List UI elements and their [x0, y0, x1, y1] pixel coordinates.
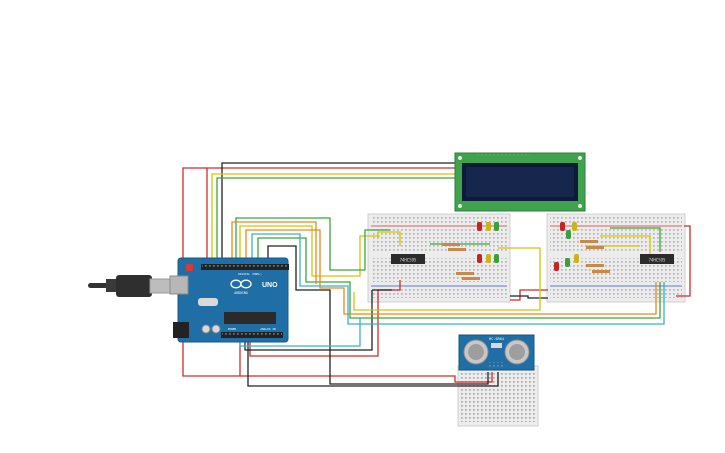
wire-yellow	[211, 173, 456, 260]
wire-red	[510, 289, 548, 301]
wire-green	[610, 227, 661, 252]
wire-orange	[231, 221, 317, 284]
wire-red	[240, 372, 493, 383]
led-group-right	[554, 222, 610, 273]
ultrasonic-sensor[interactable]: HC-SR04	[458, 334, 535, 371]
shift-register-right[interactable]: 74HC595	[640, 254, 674, 264]
sensor-label: HC-SR04	[489, 337, 504, 341]
wire-black	[221, 162, 456, 260]
wire-green	[235, 217, 390, 271]
wire-orange	[245, 229, 657, 315]
wire-red	[676, 225, 691, 297]
wire-yellow	[377, 231, 401, 246]
arduino-logo-icon	[230, 279, 252, 289]
wire-yellow	[600, 235, 651, 262]
wire-green	[216, 177, 456, 260]
arduino-uno-board[interactable]: UNO ARDUINO DIGITAL (PWM~) POWER ANALOG …	[169, 257, 289, 343]
arduino-brand-label: ARDUINO	[234, 291, 248, 295]
wire-red	[182, 167, 207, 300]
wire-green	[257, 237, 661, 319]
chip-label: 74HC595	[649, 258, 666, 263]
usb-cable	[88, 275, 181, 297]
lcd-display[interactable]	[454, 152, 586, 212]
power-header-label: POWER	[228, 327, 237, 331]
shift-register-left[interactable]: 74HC595	[391, 254, 425, 264]
wire-black	[267, 245, 489, 385]
arduino-model-label: UNO	[262, 282, 278, 289]
wire-yellow	[353, 247, 541, 311]
wire-cyan	[251, 233, 665, 325]
wire-black	[510, 295, 548, 299]
chip-label: 74HC595	[400, 258, 417, 263]
led-group-left	[442, 222, 499, 280]
digital-header-label: DIGITAL (PWM~)	[238, 272, 262, 276]
analog-header-label: ANALOG IN	[260, 327, 275, 331]
wires	[182, 162, 691, 387]
wire-black	[244, 290, 373, 351]
wire-red	[249, 290, 379, 357]
wire-black	[247, 340, 499, 387]
wire-cyan	[239, 318, 361, 347]
wire-yellow	[239, 225, 380, 277]
